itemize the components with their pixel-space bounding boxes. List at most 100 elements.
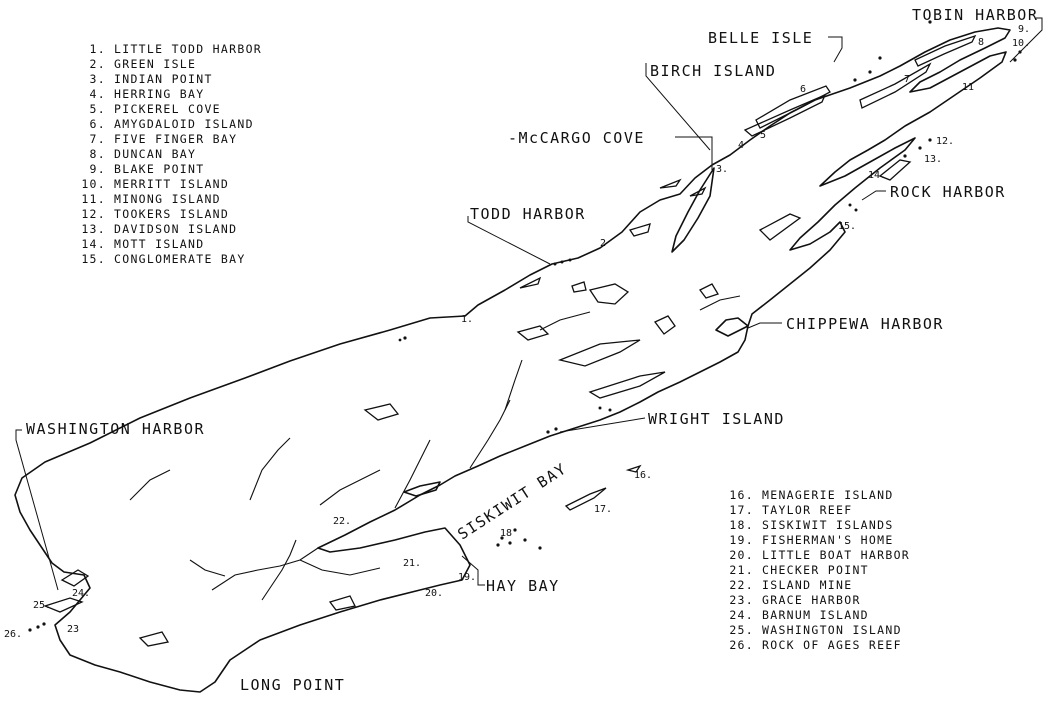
legend-place-name: ISLAND MINE (762, 578, 853, 592)
map-number: 22. (333, 516, 351, 527)
label-wright-island: WRIGHT ISLAND (648, 410, 785, 428)
legend-number: 21. (729, 563, 754, 577)
label-siskiwit-bay: SISKIWIT BAY (454, 459, 570, 543)
leader-tobin-harbor (1009, 17, 1043, 63)
map-number: 16. (634, 470, 652, 481)
river (249, 437, 291, 501)
legend-place-name: TOOKERS ISLAND (114, 207, 230, 221)
label-chippewa-harbor: CHIPPEWA HARBOR (786, 315, 944, 333)
legend-number: 18. (729, 518, 754, 532)
map-number: 12. (936, 136, 954, 147)
legend-item: 15.CONGLOMERATE BAY (76, 252, 262, 267)
legend-number: 13. (81, 222, 106, 236)
legend-item: 8.DUNCAN BAY (76, 147, 262, 162)
leader-birch-island (645, 63, 711, 151)
leader-wright-island (559, 417, 646, 433)
lake (588, 371, 666, 399)
legend-item: 16.MENAGERIE ISLAND (724, 488, 910, 503)
map-number: 5 (760, 130, 766, 141)
lake (699, 283, 719, 299)
river (299, 559, 381, 576)
legend-number: 10. (81, 177, 106, 191)
legend-number: 24. (729, 608, 754, 622)
legend-item: 10. MERRITT ISLAND (76, 177, 262, 192)
siskiwit-bay-inlet (403, 481, 441, 497)
label-belle-isle: BELLE ISLE (708, 29, 813, 47)
legend-number: 1. (89, 42, 106, 56)
label-long-point: LONG POINT (240, 676, 345, 694)
menagerie-island (625, 464, 642, 473)
lake (628, 223, 651, 237)
legend-place-name: PICKEREL COVE (114, 102, 221, 116)
leader-hay-bay (461, 555, 485, 586)
leader-belle-isle (828, 36, 843, 63)
legend-place-name: FIVE FINGER BAY (114, 132, 238, 146)
label-hay-bay: HAY BAY (486, 577, 560, 595)
lake (653, 315, 676, 335)
river (539, 311, 591, 331)
map-number: 13. (924, 154, 942, 165)
legend-place-name: GREEN ISLE (114, 57, 197, 71)
label-todd-harbor: TODD HARBOR (470, 205, 586, 223)
legend-number: 19. (729, 533, 754, 547)
legend-item: 2. GREEN ISLE (76, 57, 262, 72)
legend-item: 7.FIVE FINGER BAY (76, 132, 262, 147)
legend-place-name: MERRITT ISLAND (114, 177, 230, 191)
label-mccargo-cove: -McCARGO COVE (508, 129, 645, 147)
legend-place-name: BARNUM ISLAND (762, 608, 869, 622)
legend-number: 20. (729, 548, 754, 562)
legend-number: 9. (89, 162, 106, 176)
amygdaloid-island (755, 85, 831, 129)
legend-place-name: MENAGERIE ISLAND (762, 488, 894, 502)
legend-item: 4.HERRING BAY (76, 87, 262, 102)
map-number: 19. (458, 572, 476, 583)
legend-item: 12. TOOKERS ISLAND (76, 207, 262, 222)
map-number: 3. (716, 164, 728, 175)
legend-number: 23. (729, 593, 754, 607)
river (189, 559, 226, 577)
legend-place-name: WASHINGTON ISLAND (762, 623, 902, 637)
legend-item: 18.SISKIWIT ISLANDS (724, 518, 910, 533)
legend-number: 2. (89, 57, 106, 71)
legend-place-name: DUNCAN BAY (114, 147, 197, 161)
map-number: 23 (67, 624, 79, 635)
map-number: 15. (838, 221, 856, 232)
lake (328, 595, 356, 611)
island (659, 178, 682, 189)
legend-item: 20.LITTLE BOAT HARBOR (724, 548, 910, 563)
legend-number: 15. (81, 252, 106, 266)
island (519, 276, 542, 289)
legend-number: 25. (729, 623, 754, 637)
river (469, 399, 511, 469)
island (689, 186, 707, 197)
map-number: 24. (72, 588, 90, 599)
leader-mccargo-cove (675, 136, 713, 170)
label-birch-island: BIRCH ISLAND (650, 62, 776, 80)
leader-washington-harbor (15, 429, 59, 591)
map-number: 4 (738, 140, 744, 151)
lake (758, 213, 802, 241)
river (129, 469, 171, 501)
map-number: 21. (403, 558, 421, 569)
map-number: 9. (1018, 24, 1030, 35)
legend-place-name: HERRING BAY (114, 87, 205, 101)
river (211, 547, 319, 591)
legend-item: 13.DAVIDSON ISLAND (76, 222, 262, 237)
map-number: 7 (904, 74, 910, 85)
map-number: 20. (425, 588, 443, 599)
legend-place-name: TAYLOR REEF (762, 503, 853, 517)
lake (138, 631, 170, 647)
legend-place-name: LITTLE TODD HARBOR (114, 42, 263, 56)
legend-item: 5.PICKEREL COVE (76, 102, 262, 117)
river (261, 539, 297, 601)
legend-number: 26. (729, 638, 754, 652)
legend-number: 22. (729, 578, 754, 592)
lake (571, 281, 587, 293)
legend-number: 12. (81, 207, 106, 221)
legend-number: 3. (89, 72, 106, 86)
island (914, 34, 977, 67)
legend-number: 17. (729, 503, 754, 517)
island (878, 159, 912, 181)
